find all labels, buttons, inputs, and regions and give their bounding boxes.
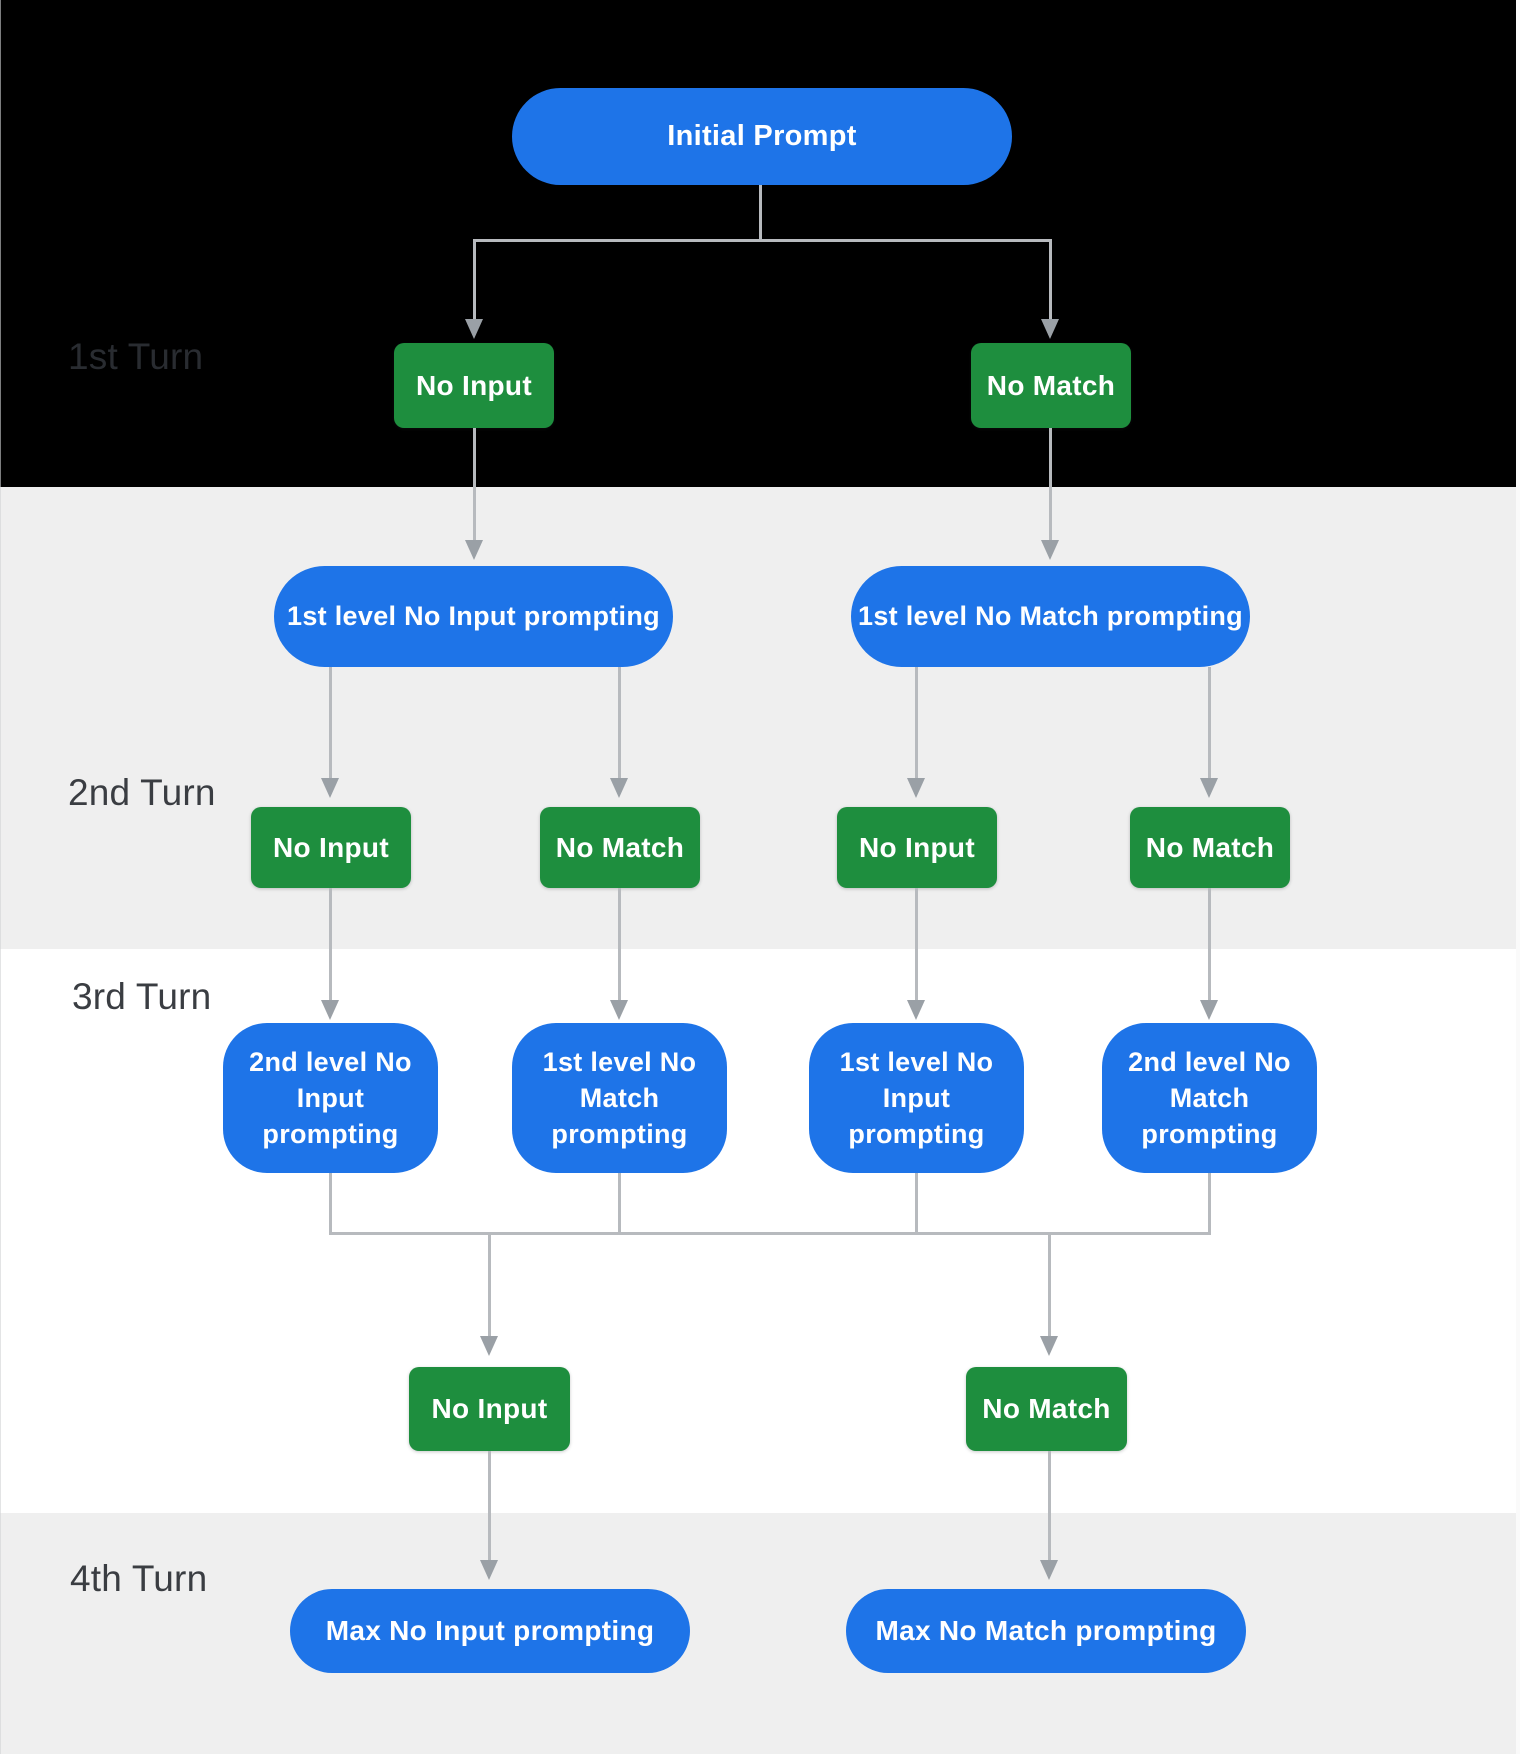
merge-drop-no-match	[1048, 1232, 1051, 1338]
connector-initial-branch	[473, 239, 1052, 242]
node-level2-no-input-prompting: 2nd level No Input prompting	[223, 1023, 438, 1173]
arrowhead-prompt-nm	[1041, 540, 1059, 560]
connector-to-max-no-input	[488, 1451, 491, 1562]
arrowhead-t3-b1	[321, 1000, 339, 1020]
connector-to-t1-no-input	[473, 239, 476, 321]
node-turn2-branch2-no-input: No Input	[837, 807, 997, 888]
node-turn1-no-match: No Match	[971, 343, 1131, 428]
connector-t1ni-to-prompt	[473, 428, 476, 542]
left-edge-line	[0, 0, 1, 1754]
connector-pillni-to-nomatch	[618, 667, 621, 780]
band-black-turn1	[0, 0, 1520, 487]
arrowhead-t1-no-match	[1041, 319, 1059, 339]
arrowhead-max-no-input	[480, 1560, 498, 1580]
merge-horizontal-line	[329, 1232, 1211, 1235]
arrowhead-t2-b4	[1200, 778, 1218, 798]
node-merged-no-match: No Match	[966, 1367, 1127, 1451]
node-level1-no-match-prompting-2: 1st level No Match prompting	[512, 1023, 727, 1173]
node-level2-no-match-prompting: 2nd level No Match prompting	[1102, 1023, 1317, 1173]
merge-drop-no-input	[488, 1232, 491, 1338]
arrowhead-t2-b3	[907, 778, 925, 798]
arrowhead-t3-b3	[907, 1000, 925, 1020]
connector-to-t1-no-match	[1049, 239, 1052, 321]
node-level1-no-input-prompting: 1st level No Input prompting	[274, 566, 673, 667]
merge-stub-4	[1208, 1173, 1211, 1235]
connector-t2b4-down	[1208, 888, 1211, 1002]
node-turn2-branch1-no-input: No Input	[251, 807, 411, 888]
arrowhead-t3-b4	[1200, 1000, 1218, 1020]
merge-stub-2	[618, 1173, 621, 1235]
connector-pillnm-to-nomatch	[1208, 667, 1211, 780]
node-turn1-no-input: No Input	[394, 343, 554, 428]
connector-t1nm-to-prompt	[1049, 428, 1052, 542]
arrowhead-prompt-ni	[465, 540, 483, 560]
arrowhead-t2-b1	[321, 778, 339, 798]
merge-stub-1	[329, 1173, 332, 1235]
node-max-no-match-prompting: Max No Match prompting	[846, 1589, 1246, 1673]
merge-stub-3	[915, 1173, 918, 1235]
turn1-label: 1st Turn	[68, 336, 204, 377]
connector-t2b3-down	[915, 888, 918, 1002]
node-initial-prompt: Initial Prompt	[512, 88, 1012, 185]
arrowhead-t3-b2	[610, 1000, 628, 1020]
connector-t2b2-down	[618, 888, 621, 1002]
arrowhead-merge-no-input	[480, 1336, 498, 1356]
right-edge-strip	[1516, 0, 1520, 1754]
connector-to-max-no-match	[1048, 1451, 1051, 1562]
connector-initial-stem	[759, 185, 762, 241]
node-level1-no-input-prompting-2: 1st level No Input prompting	[809, 1023, 1024, 1173]
band-gray-turn4	[0, 1513, 1520, 1754]
node-merged-no-input: No Input	[409, 1367, 570, 1451]
node-turn2-branch1-no-match: No Match	[540, 807, 700, 888]
connector-t2b1-down	[329, 888, 332, 1002]
node-turn2-branch2-no-match: No Match	[1130, 807, 1290, 888]
connector-pillnm-to-noinput	[915, 667, 918, 780]
band-gray-turn2	[0, 487, 1520, 949]
connector-pillni-to-noinput	[329, 667, 332, 780]
node-max-no-input-prompting: Max No Input prompting	[290, 1589, 690, 1673]
turn3-label: 3rd Turn	[72, 976, 212, 1017]
arrowhead-max-no-match	[1040, 1560, 1058, 1580]
turn4-label: 4th Turn	[70, 1558, 208, 1599]
arrowhead-merge-no-match	[1040, 1336, 1058, 1356]
node-level1-no-match-prompting: 1st level No Match prompting	[851, 566, 1250, 667]
turn2-label: 2nd Turn	[68, 772, 216, 813]
arrowhead-t1-no-input	[465, 319, 483, 339]
arrowhead-t2-b2	[610, 778, 628, 798]
